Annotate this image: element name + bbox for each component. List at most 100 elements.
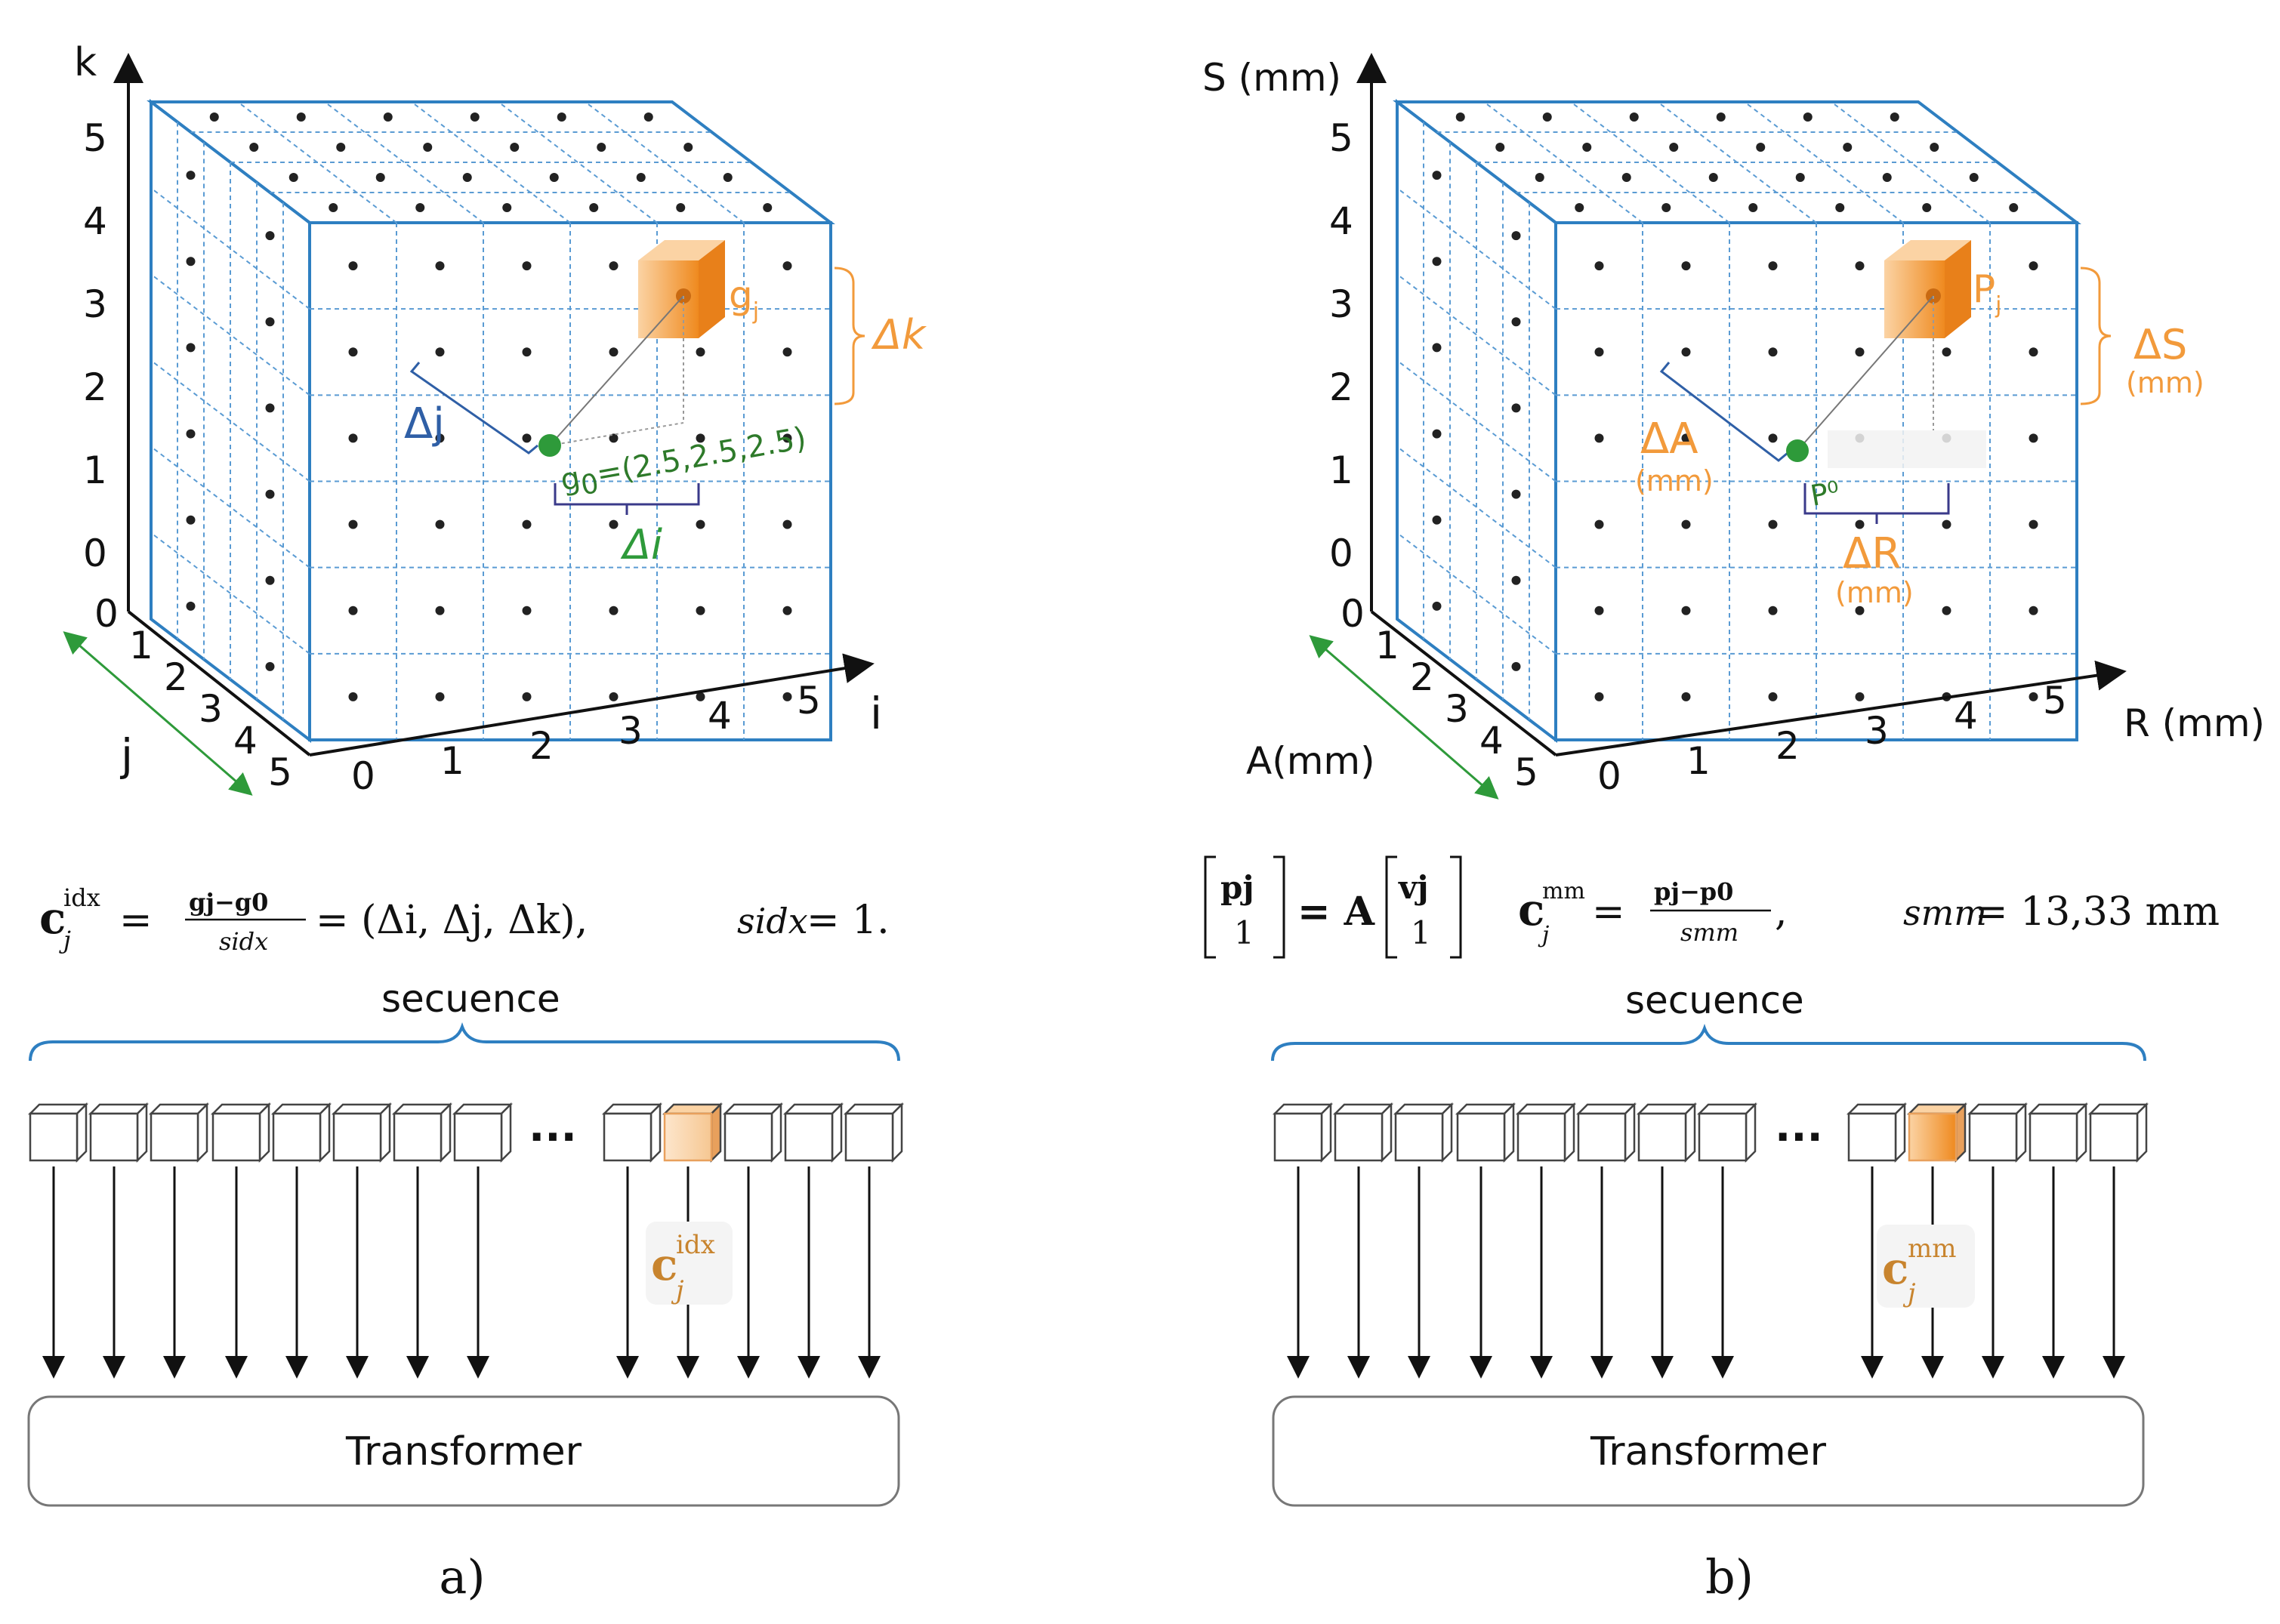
voxel-center xyxy=(696,692,705,701)
transformer-label-b: Transformer xyxy=(1590,1429,1827,1475)
voxel-center xyxy=(186,429,196,439)
formula-b: pj 1 = A vj 1 c mm j = pj−p0 smm , smm =… xyxy=(1204,855,2220,959)
token-cube xyxy=(150,1112,199,1162)
token-cube xyxy=(770,1102,782,1163)
voxel-center xyxy=(1432,343,1442,353)
voxel-center xyxy=(696,433,705,443)
matrix-left-bracket-l xyxy=(1204,855,1216,959)
depth-tick-label: 2 xyxy=(164,655,188,699)
voxel-center xyxy=(1681,692,1691,701)
matrix-top-left: pj xyxy=(1220,869,1254,906)
voxel-center xyxy=(186,601,196,611)
vertical-tick-label: 1 xyxy=(83,448,107,492)
voxel-center xyxy=(782,692,792,701)
voxel-center xyxy=(502,203,512,212)
voxel-center xyxy=(696,519,705,529)
voxel-center xyxy=(1681,519,1691,529)
token-cube xyxy=(1441,1102,1453,1163)
voxel-center xyxy=(1855,692,1865,701)
delta-r-unit: (mm) xyxy=(1835,576,1914,609)
voxel-center xyxy=(597,143,606,152)
guide-horiz-a xyxy=(549,422,684,446)
depth-tick-label: 3 xyxy=(1445,687,1469,731)
token-cube xyxy=(379,1102,391,1163)
token-cube xyxy=(891,1102,903,1163)
voxel-center xyxy=(1795,173,1805,182)
axes-a: k i j xyxy=(63,40,882,796)
voxel-center xyxy=(348,692,358,701)
token-cube xyxy=(1456,1112,1506,1162)
token-cube xyxy=(2089,1112,2139,1162)
matrix-bottom-left: 1 xyxy=(1234,914,1254,951)
token-cube xyxy=(1381,1102,1393,1163)
matrix-right-bracket-l xyxy=(1385,855,1397,959)
delta-j-bracket xyxy=(409,362,538,455)
voxel-center xyxy=(522,261,532,271)
voxel-center xyxy=(1582,143,1592,152)
voxel-center xyxy=(609,433,619,443)
token-cube xyxy=(1624,1102,1636,1163)
voxel-center xyxy=(186,171,196,180)
depth-tick-label: 2 xyxy=(1410,655,1434,699)
token-cube xyxy=(1334,1112,1384,1162)
formula-a-scale-lhs: sidx xyxy=(737,901,808,941)
formula-b-scale-rhs: = 13,33 mm xyxy=(1975,889,2220,935)
voxel-center xyxy=(1661,203,1671,212)
depth-tick-label: 4 xyxy=(233,719,258,763)
voxel-center xyxy=(435,519,445,529)
voxel-center xyxy=(1629,112,1639,122)
token-label-b: c xyxy=(1882,1243,1908,1294)
formula-a-num: gj−g0 xyxy=(189,888,268,917)
highlighted-voxel-a xyxy=(638,240,725,338)
origin-point-a xyxy=(538,434,561,457)
voxel-center xyxy=(696,347,705,357)
voxel-center xyxy=(1882,173,1892,182)
voxel-center xyxy=(1855,606,1865,615)
voxel-center xyxy=(609,261,619,271)
vertical-tick-label: 0 xyxy=(83,532,107,575)
horizontal-tick-label: 1 xyxy=(1686,739,1711,783)
voxel-center xyxy=(723,173,733,182)
voxel-center xyxy=(1594,606,1604,615)
voxel-center xyxy=(1768,347,1778,357)
token-cube xyxy=(453,1112,503,1162)
voxel-center xyxy=(383,112,393,122)
formula-a-scale-rhs: = 1. xyxy=(807,898,890,943)
horizontal-tick-label: 2 xyxy=(529,724,554,768)
horizontal-tick-label: 4 xyxy=(708,694,732,738)
voxel-center xyxy=(348,261,358,271)
horizontal-tick-label: 4 xyxy=(1954,694,1978,738)
formula-a-rhs: = (Δi, Δj, Δk), xyxy=(316,898,588,943)
vector-line-b xyxy=(1797,295,1934,451)
voxel-center xyxy=(1716,112,1726,122)
voxel-center xyxy=(1922,203,1932,212)
voxel-center xyxy=(375,173,385,182)
voxel-center xyxy=(782,606,792,615)
voxel-center xyxy=(1768,261,1778,271)
voxel-center xyxy=(1756,143,1766,152)
grid-line xyxy=(150,532,310,655)
horizontal-tick-label: 3 xyxy=(619,709,643,753)
voxel-center xyxy=(549,173,559,182)
voxel-center xyxy=(288,173,298,182)
token-cube xyxy=(211,1112,261,1162)
voxel-center xyxy=(435,692,445,701)
voxel-center xyxy=(1855,347,1865,357)
voxel-center xyxy=(415,203,425,212)
voxel-center xyxy=(348,433,358,443)
voxel-center xyxy=(1768,692,1778,701)
voxel-center xyxy=(435,433,445,443)
token-cube xyxy=(76,1102,88,1163)
token-cube xyxy=(272,1112,322,1162)
voxel-center xyxy=(1768,606,1778,615)
vertical-tick-label: 2 xyxy=(1329,365,1353,409)
depth-tick-label: 5 xyxy=(1514,750,1538,794)
depth-tick-label: 0 xyxy=(94,592,119,636)
token-cube xyxy=(1894,1102,1906,1163)
sequence-label-a: secuence xyxy=(381,977,560,1021)
voxel-center xyxy=(782,433,792,443)
token-cube xyxy=(1684,1102,1696,1163)
point-label-pj: Pj xyxy=(1973,267,2002,319)
